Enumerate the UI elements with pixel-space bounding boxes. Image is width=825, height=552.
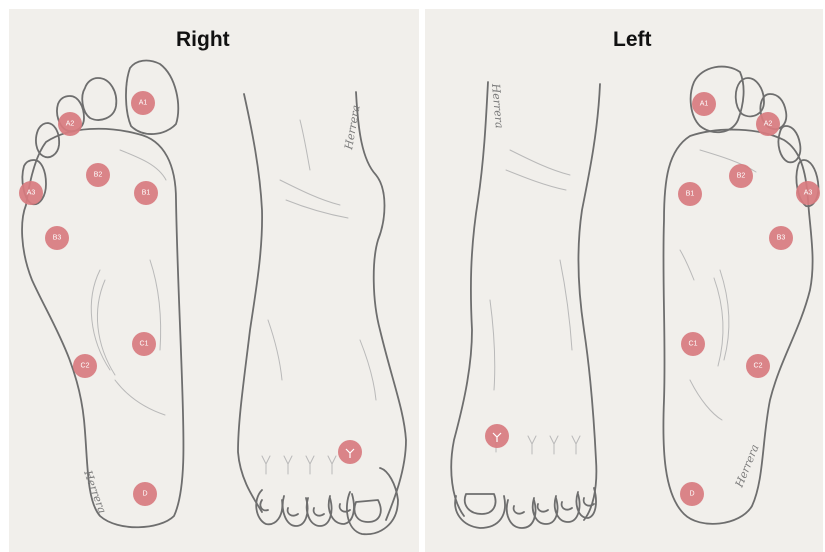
point-right-B1: B1: [134, 181, 158, 205]
right-sole-signature: Herrera: [81, 468, 109, 516]
point-left-C1: C1: [681, 332, 705, 356]
point-right-D: D: [133, 482, 157, 506]
point-label: C1: [689, 341, 698, 348]
left-sole-signature: Herrera: [732, 443, 761, 490]
point-left-A1: A1: [692, 92, 716, 116]
point-marker: [338, 440, 362, 464]
point-label: A2: [66, 121, 75, 128]
point-left-B2: B2: [729, 164, 753, 188]
point-label: B3: [777, 235, 786, 242]
point-right-dorsal: [338, 440, 362, 464]
point-left-C2: C2: [746, 354, 770, 378]
point-label: D: [142, 491, 147, 498]
point-label: A1: [700, 101, 709, 108]
point-right-B2: B2: [86, 163, 110, 187]
title-right: Right: [176, 28, 230, 52]
point-label: D: [689, 491, 694, 498]
point-left-dorsal: [485, 424, 509, 448]
title-left: Left: [613, 28, 652, 52]
point-label: A1: [139, 100, 148, 107]
point-label: A3: [804, 190, 813, 197]
left-dorsal-outline: Herrera: [451, 82, 600, 528]
point-label: B1: [686, 191, 695, 198]
left-sole-outline: Herrera: [663, 67, 818, 524]
point-label: B2: [737, 173, 746, 180]
point-left-A3: A3: [796, 181, 820, 205]
point-right-A2: A2: [58, 112, 82, 136]
point-label: C1: [140, 341, 149, 348]
point-label: A3: [27, 190, 36, 197]
point-label: B3: [53, 235, 62, 242]
point-label: A2: [764, 121, 773, 128]
point-right-A1: A1: [131, 91, 155, 115]
right-sole-outline: Herrera: [22, 61, 183, 528]
point-left-A2: A2: [756, 112, 780, 136]
point-right-C1: C1: [132, 332, 156, 356]
point-right-B3: B3: [45, 226, 69, 250]
point-left-B1: B1: [678, 182, 702, 206]
right-toe-2: [82, 78, 116, 120]
point-label: C2: [81, 363, 90, 370]
point-right-A3: A3: [19, 181, 43, 205]
point-label: C2: [754, 363, 763, 370]
left-dorsal-signature: Herrera: [489, 82, 506, 129]
point-label: B2: [94, 172, 103, 179]
point-marker: [485, 424, 509, 448]
point-left-D: D: [680, 482, 704, 506]
point-right-C2: C2: [73, 354, 97, 378]
point-left-B3: B3: [769, 226, 793, 250]
right-dorsal-outline: Herrera: [238, 92, 406, 534]
point-label: B1: [142, 190, 151, 197]
